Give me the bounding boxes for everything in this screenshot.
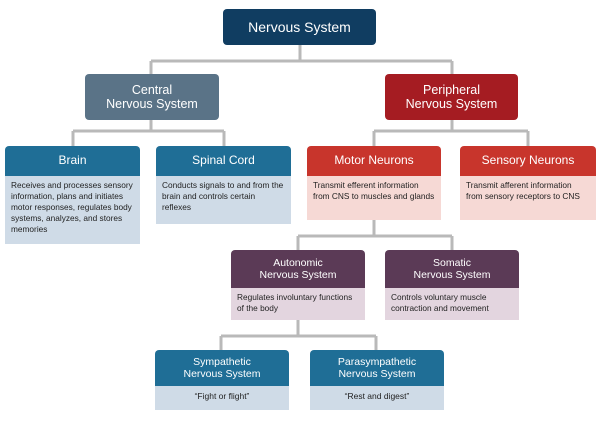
connector-motor xyxy=(296,220,454,250)
desc-autonomic: Regulates involuntary functions of the b… xyxy=(231,288,365,320)
desc-motor-neurons-text: Transmit efferent information from CNS t… xyxy=(313,180,435,201)
connector-root xyxy=(149,45,454,74)
node-spinal-cord-label: Spinal Cord xyxy=(192,153,255,168)
desc-parasympathetic: “Rest and digest” xyxy=(310,386,444,410)
node-brain-label: Brain xyxy=(58,153,87,168)
node-peripheral-nervous-system-label: Peripheral Nervous System xyxy=(405,82,498,111)
node-sensory-neurons-label: Sensory Neurons xyxy=(481,153,575,168)
desc-autonomic-text: Regulates involuntary functions of the b… xyxy=(237,292,353,313)
desc-somatic-text: Controls voluntary muscle contraction an… xyxy=(391,292,489,313)
node-nervous-system: Nervous System xyxy=(223,9,376,45)
node-central-nervous-system-label: Central Nervous System xyxy=(106,82,198,111)
desc-sensory-neurons: Transmit afferent information from senso… xyxy=(460,176,596,220)
desc-spinal-cord: Conducts signals to and from the brain a… xyxy=(156,176,291,224)
node-parasympathetic-nervous-system: Parasympathetic Nervous System xyxy=(310,350,444,386)
desc-somatic: Controls voluntary muscle contraction an… xyxy=(385,288,519,320)
node-brain: Brain xyxy=(5,146,140,176)
node-autonomic-label: Autonomic Nervous System xyxy=(259,256,337,281)
desc-brain-text: Receives and processes sensory informati… xyxy=(11,180,133,234)
node-nervous-system-label: Nervous System xyxy=(248,18,351,35)
node-motor-neurons: Motor Neurons xyxy=(307,146,441,176)
node-central-nervous-system: Central Nervous System xyxy=(85,74,219,120)
node-peripheral-nervous-system: Peripheral Nervous System xyxy=(385,74,518,120)
connector-central xyxy=(71,120,226,146)
node-motor-neurons-label: Motor Neurons xyxy=(334,153,414,168)
node-autonomic-nervous-system: Autonomic Nervous System xyxy=(231,250,365,288)
desc-sympathetic-text: “Fight or flight” xyxy=(194,391,250,401)
desc-sensory-neurons-text: Transmit afferent information from senso… xyxy=(466,180,580,201)
connector-peripheral xyxy=(372,120,530,146)
node-somatic-label: Somatic Nervous System xyxy=(413,256,491,281)
node-sensory-neurons: Sensory Neurons xyxy=(460,146,596,176)
desc-motor-neurons: Transmit efferent information from CNS t… xyxy=(307,176,441,220)
desc-sympathetic: “Fight or flight” xyxy=(155,386,289,410)
desc-brain: Receives and processes sensory informati… xyxy=(5,176,140,244)
node-sympathetic-nervous-system: Sympathetic Nervous System xyxy=(155,350,289,386)
node-spinal-cord: Spinal Cord xyxy=(156,146,291,176)
node-parasympathetic-label: Parasympathetic Nervous System xyxy=(337,355,417,380)
node-somatic-nervous-system: Somatic Nervous System xyxy=(385,250,519,288)
connector-autonomic xyxy=(219,320,378,350)
node-sympathetic-label: Sympathetic Nervous System xyxy=(183,355,261,380)
desc-parasympathetic-text: “Rest and digest” xyxy=(344,391,410,401)
desc-spinal-cord-text: Conducts signals to and from the brain a… xyxy=(162,180,284,212)
